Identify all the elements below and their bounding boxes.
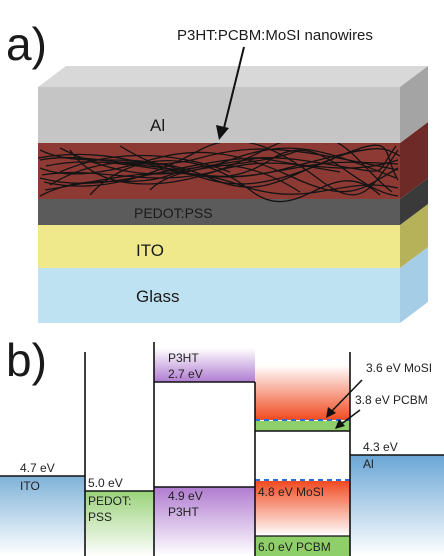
- pedot-energy-value: 5.0 eV: [88, 476, 123, 490]
- al-layer-top: [38, 66, 428, 87]
- nanowire-network: [37, 135, 401, 203]
- nanowire-arrow-shaft: [222, 46, 245, 133]
- pedot-energy-name-line2: PSS: [88, 510, 112, 524]
- p3ht-lumo-block: [154, 348, 255, 382]
- al-layer-label: Al: [150, 116, 165, 135]
- pcbm-lumo-label: 3.8 eV PCBM: [355, 393, 428, 407]
- nanowire-arrow-head: [216, 125, 229, 140]
- pedot-energy-name-line1: PEDOT:: [88, 494, 131, 508]
- panel-b: b) 4.7 eV ITO 5.0 eV PEDOT: PSS P3HT 2.7…: [0, 334, 444, 556]
- panel-a-label: a): [6, 18, 47, 70]
- nanowire-annotation: P3HT:PCBM:MoSI nanowires: [177, 27, 373, 44]
- ito-layer-front: [38, 225, 400, 268]
- ito-layer-label: ITO: [136, 241, 164, 260]
- mosi-homo-block: [255, 481, 350, 536]
- ito-layer-side: [400, 204, 428, 268]
- al-energy-value: 4.3 eV: [363, 440, 398, 454]
- al-energy-block: [350, 455, 444, 556]
- panel-b-label: b): [6, 334, 47, 386]
- pedot-layer-side: [400, 178, 428, 225]
- glass-layer-label: Glass: [136, 287, 179, 306]
- panel-a: a): [6, 18, 428, 323]
- p3ht-lumo-name: P3HT: [168, 351, 199, 365]
- p3ht-homo-name: P3HT: [168, 505, 199, 519]
- ito-energy-value: 4.7 eV: [20, 461, 55, 475]
- pedot-layer-front: [38, 199, 400, 225]
- nanowire-layer-side: [400, 122, 428, 199]
- glass-layer-side: [400, 247, 428, 323]
- p3ht-lumo-value: 2.7 eV: [168, 367, 203, 381]
- glass-layer-front: [38, 268, 400, 323]
- pedot-energy-block: [85, 491, 154, 556]
- ito-energy-name: ITO: [20, 479, 40, 493]
- mosi-lumo-label: 3.6 eV MoSI: [366, 361, 432, 375]
- pcbm-lumo-arrow-shaft: [339, 409, 361, 426]
- mosi-lumo-block: [255, 365, 350, 420]
- al-layer-side: [400, 66, 428, 143]
- pcbm-lumo-arrow-head: [335, 419, 345, 429]
- al-energy-name: Al: [363, 457, 374, 471]
- pcbm-lumo-block: [255, 421, 350, 431]
- pedot-layer-label: PEDOT:PSS: [134, 205, 213, 221]
- p3ht-homo-block: [154, 487, 255, 556]
- mosi-lumo-arrow-shaft: [329, 379, 363, 414]
- pcbm-homo-label: 6.0 eV PCBM: [258, 540, 331, 554]
- mosi-lumo-arrow-head: [326, 407, 336, 418]
- ito-energy-block: [0, 476, 85, 556]
- p3ht-homo-value: 4.9 eV: [168, 489, 203, 503]
- mosi-homo-label: 4.8 eV MoSI: [258, 485, 324, 499]
- pcbm-homo-block: [255, 536, 350, 556]
